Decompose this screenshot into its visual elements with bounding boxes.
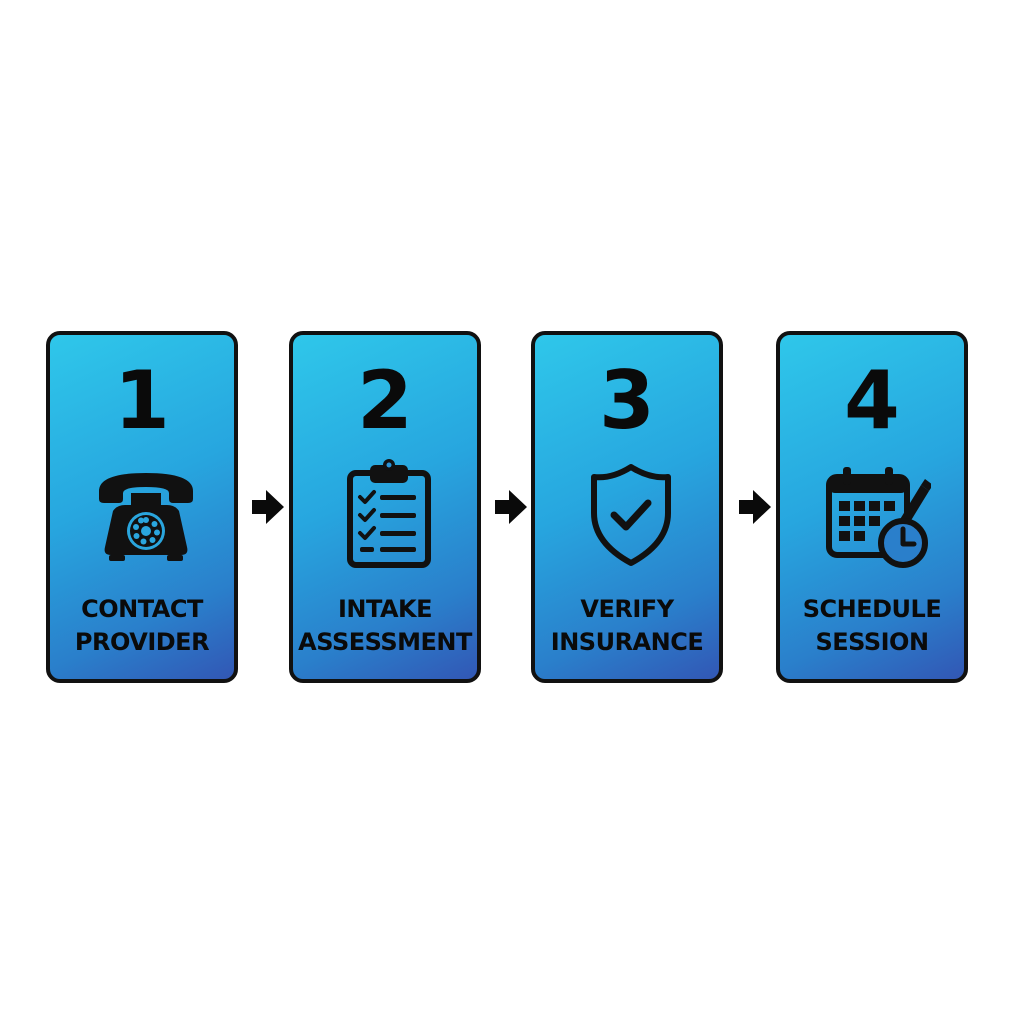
step-number: 1 (114, 354, 170, 447)
step-number: 2 (357, 354, 413, 447)
step-label-line-1: INTAKE (337, 595, 433, 623)
step-label: VERIFY INSURANCE (535, 593, 719, 659)
shield-check-icon (576, 459, 686, 569)
arrow-right-icon (493, 487, 529, 527)
step-card-verify-insurance: 3 VERIFY INSURANCE (531, 331, 723, 683)
step-card-schedule-session: 4 (776, 331, 968, 683)
step-label: INTAKE ASSESSMENT (293, 593, 477, 659)
step-label-line-2: SESSION (815, 628, 929, 656)
step-label-line-2: ASSESSMENT (298, 628, 472, 656)
arrow-right-icon (250, 487, 286, 527)
calendar-clock-icon (821, 459, 931, 569)
telephone-icon (91, 459, 201, 569)
step-label-line-1: SCHEDULE (802, 595, 942, 623)
clipboard-checklist-icon (334, 459, 444, 569)
step-label-line-1: CONTACT (81, 595, 203, 623)
step-card-contact-provider: 1 (46, 331, 238, 683)
step-label: SCHEDULE SESSION (780, 593, 964, 659)
step-label: CONTACT PROVIDER (50, 593, 234, 659)
step-label-line-1: VERIFY (580, 595, 674, 623)
step-card-intake-assessment: 2 INTAKE ASSESSMENT (289, 331, 481, 683)
step-label-line-2: PROVIDER (74, 628, 210, 656)
step-number: 4 (844, 354, 900, 447)
arrow-right-icon (737, 487, 773, 527)
step-label-line-2: INSURANCE (550, 628, 704, 656)
step-number: 3 (599, 354, 655, 447)
